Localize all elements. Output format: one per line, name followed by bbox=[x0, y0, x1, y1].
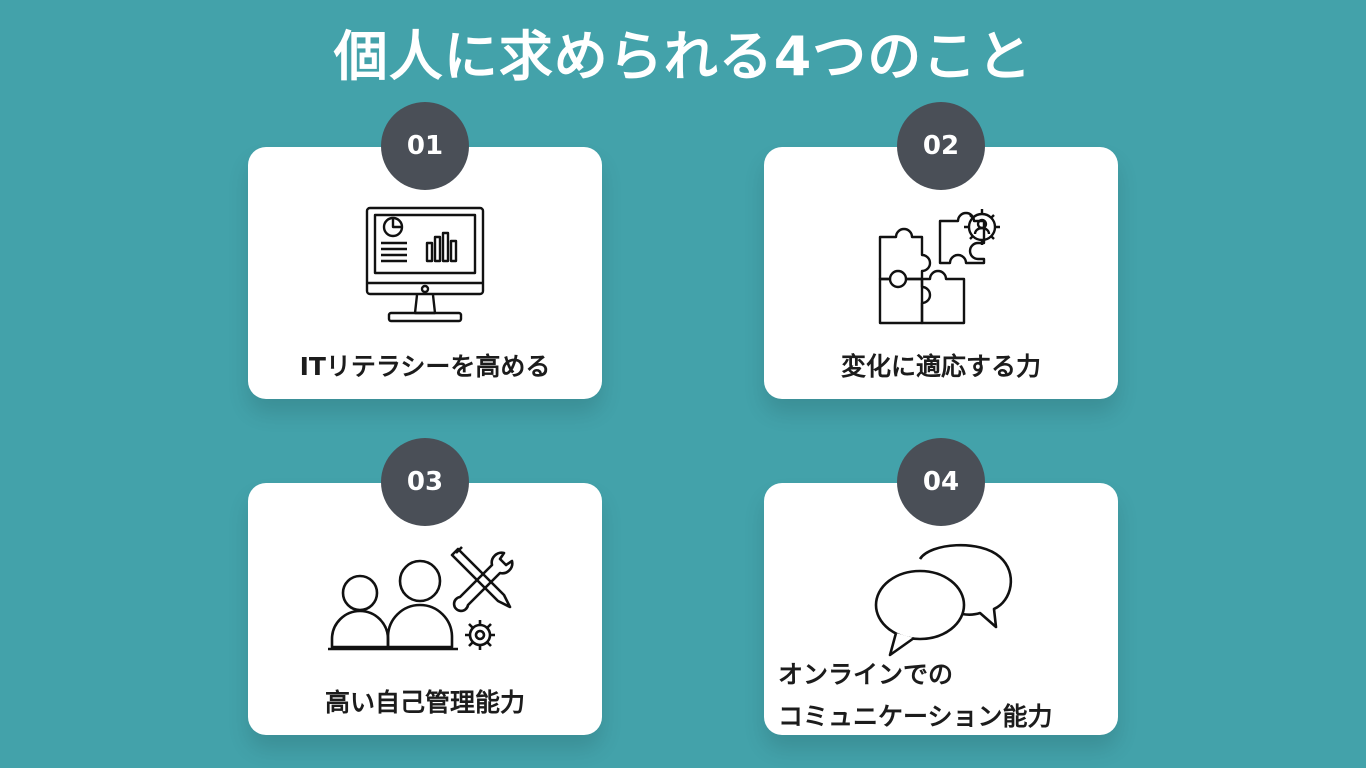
card-online-communication: 04 オンラインでの コミュニケーション能力 bbox=[764, 438, 1118, 735]
card-adaptability: 02 変化に適応する力 bbox=[764, 102, 1118, 399]
speech-bubbles-icon bbox=[870, 539, 1018, 657]
card-label: ITリテラシーを高める bbox=[299, 352, 551, 381]
puzzle-gear-icon bbox=[876, 203, 1008, 327]
card-number-badge: 03 bbox=[381, 438, 469, 526]
card-label: 変化に適応する力 bbox=[840, 352, 1041, 381]
card-label-line1: オンラインでの bbox=[778, 660, 954, 689]
card-it-literacy: 01 ITリテラシーを高める bbox=[248, 102, 602, 399]
card-self-management: 03 高い自己管理能力 bbox=[248, 438, 602, 735]
card-label: 高い自己管理能力 bbox=[324, 688, 525, 717]
page-title: 個人に求められる4つのこと bbox=[333, 25, 1033, 88]
card-number-badge: 01 bbox=[381, 102, 469, 190]
card-number-badge: 02 bbox=[897, 102, 985, 190]
people-tools-gear-icon bbox=[328, 543, 528, 655]
computer-monitor-dashboard-icon bbox=[363, 205, 487, 325]
card-label-line2: コミュニケーション能力 bbox=[778, 702, 1053, 731]
card-number-badge: 04 bbox=[897, 438, 985, 526]
